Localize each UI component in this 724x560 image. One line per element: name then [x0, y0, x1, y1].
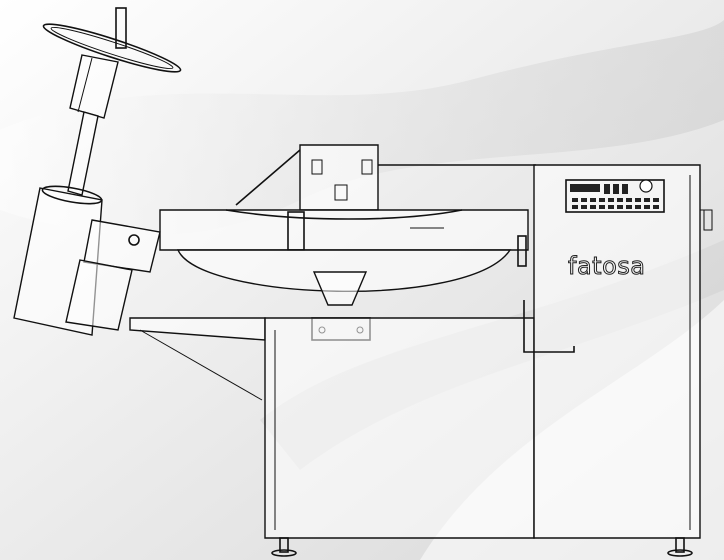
brand-logo-text: fatosa: [567, 252, 646, 281]
background-swirl: [0, 20, 724, 236]
control-panel-icon: [565, 179, 665, 213]
machine-cabinet: [129, 164, 713, 557]
mixer-arm-icon: [13, 7, 182, 336]
bowl-frame: [159, 144, 536, 341]
